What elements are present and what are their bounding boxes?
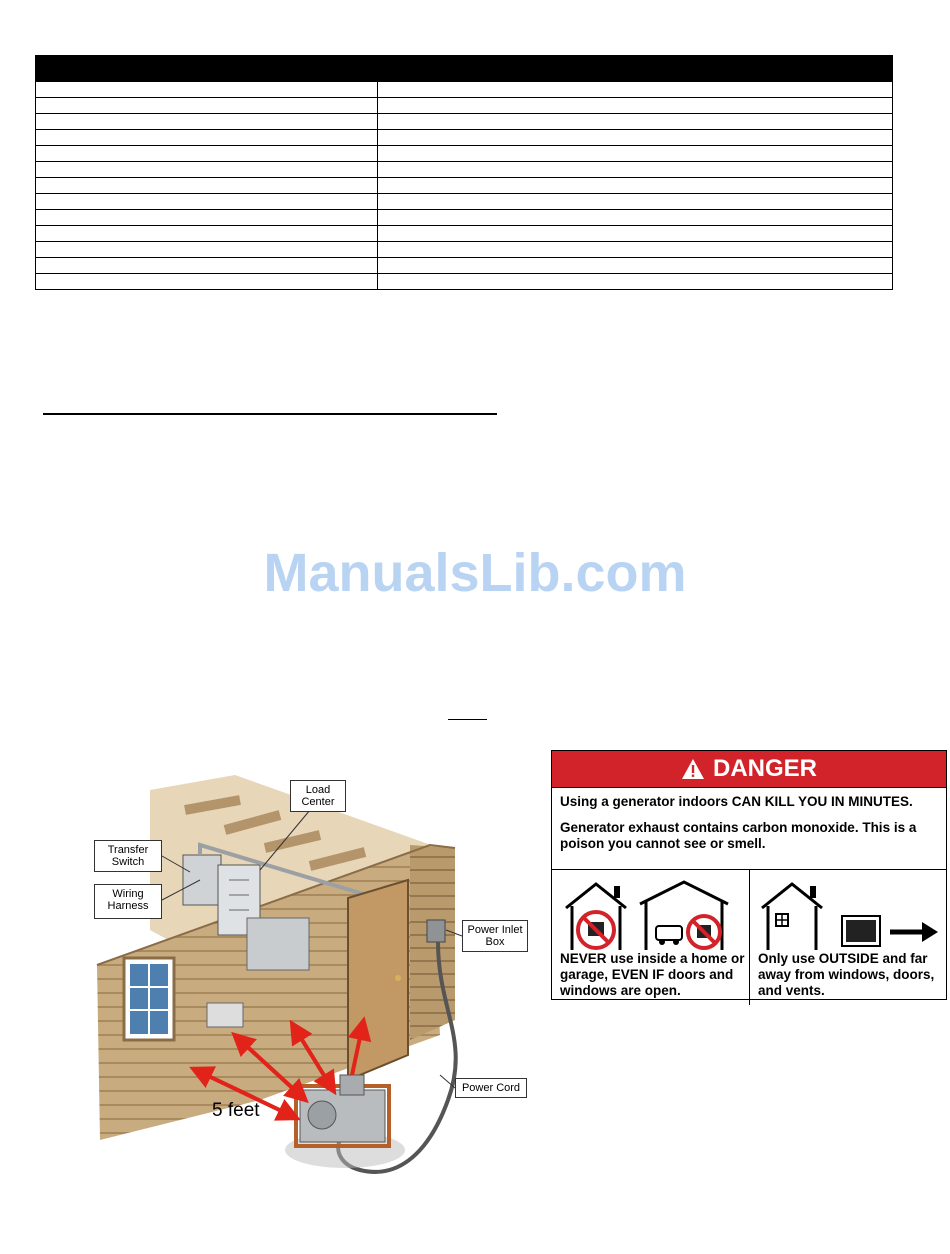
power-inlet-box	[426, 919, 446, 943]
table-row	[35, 241, 893, 258]
callout-transfer-switch: Transfer Switch	[94, 840, 162, 872]
callout-wiring-harness: Wiring Harness	[94, 884, 162, 919]
section-heading-underline	[43, 413, 497, 415]
danger-pictogram-panels: NEVER use inside a home or garage, EVEN …	[552, 870, 946, 1005]
table-row	[35, 81, 893, 98]
wall-top-trim	[96, 843, 456, 966]
danger-line2: Generator exhaust contains carbon monoxi…	[560, 820, 917, 851]
danger-message: Using a generator indoors CAN KILL YOU I…	[552, 788, 946, 870]
joists	[184, 795, 407, 890]
warning-triangle-icon	[681, 759, 704, 779]
danger-right-caption: Only use OUTSIDE and far away from windo…	[758, 951, 935, 998]
table-row	[35, 273, 893, 290]
table-body	[35, 81, 893, 290]
no-indoor-use-icon	[565, 880, 729, 950]
danger-panel-outside-only: Only use OUTSIDE and far away from windo…	[750, 870, 946, 1005]
dryer-vent	[206, 1002, 244, 1028]
underlined-word-rule	[448, 719, 487, 720]
danger-title: DANGER	[712, 755, 817, 782]
table-row	[35, 161, 893, 178]
air-conditioner	[246, 917, 310, 971]
danger-left-caption: NEVER use inside a home or garage, EVEN …	[560, 951, 745, 998]
danger-header: DANGER	[552, 751, 946, 788]
table-row	[35, 209, 893, 226]
danger-panel-never-indoors: NEVER use inside a home or garage, EVEN …	[552, 870, 750, 1005]
generator	[285, 1074, 405, 1168]
table-cell	[377, 273, 893, 290]
callout-power-inlet-box: Power Inlet Box	[462, 920, 528, 952]
table-header-cell-1	[35, 55, 378, 82]
conduit	[198, 842, 411, 910]
outdoor-use-icon	[761, 882, 938, 950]
danger-label: DANGER Using a generator indoors CAN KIL…	[551, 750, 947, 1005]
watermark: ManualsLib.com	[263, 543, 687, 603]
spec-table	[35, 55, 893, 290]
callout-leaders	[161, 809, 463, 1089]
danger-line1-part3: indoors CAN KILL YOU IN MINUTES.	[674, 794, 913, 809]
danger-line1-part1: Using a	[560, 794, 613, 809]
danger-line1-part2: generator	[612, 794, 675, 809]
callout-load-center: Load Center	[290, 780, 346, 812]
transfer-switch-box	[182, 854, 222, 906]
distance-label: 5 feet	[212, 1100, 260, 1121]
table-row	[35, 257, 893, 274]
callout-power-cord: Power Cord	[455, 1078, 527, 1098]
